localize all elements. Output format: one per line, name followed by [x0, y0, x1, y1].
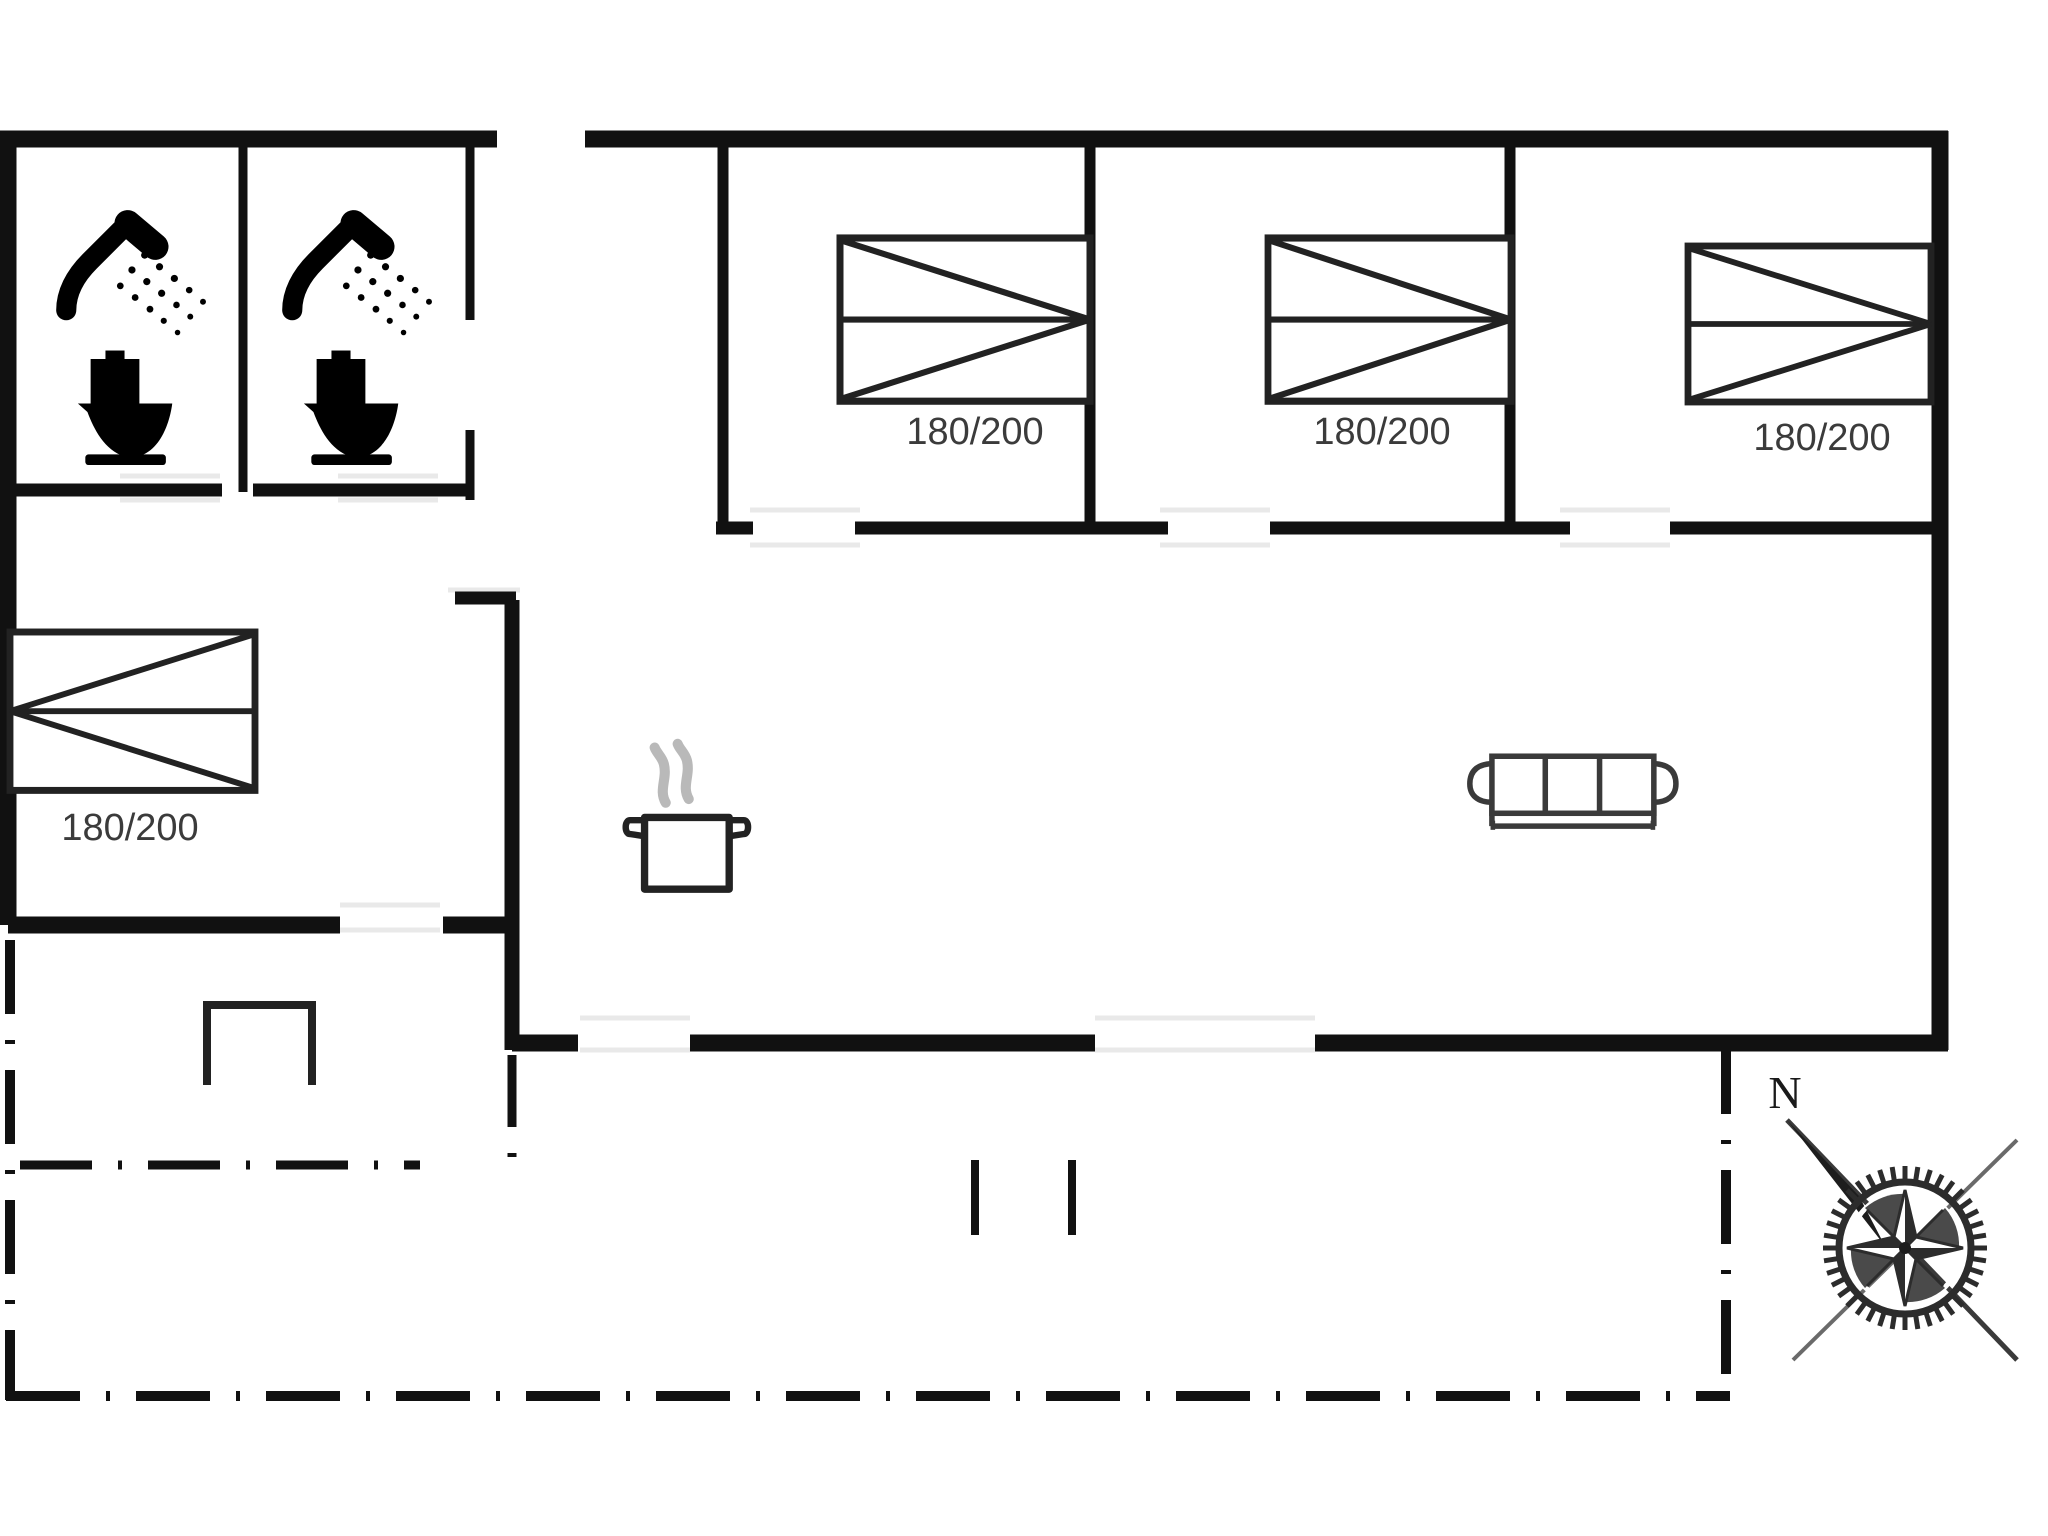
cooking-pot-icon [626, 744, 748, 889]
terrace-step [203, 1001, 316, 1085]
shower-toilet-icon [292, 223, 432, 465]
sofa-icon [1470, 756, 1676, 830]
bed-size-label: 180/200 [1753, 417, 1890, 459]
bed-size-label: 180/200 [61, 807, 198, 849]
bed-bedroom-1: 180/200 [840, 238, 1090, 453]
bed-bedroom-left: 180/200 [10, 632, 255, 849]
bed-bedroom-2: 180/200 [1268, 238, 1511, 453]
terrace-posts [971, 1160, 1076, 1235]
bed-size-label: 180/200 [906, 411, 1043, 453]
terrace-outline [5, 940, 1731, 1401]
compass-rose: N [1768, 1067, 2019, 1362]
bed-size-label: 180/200 [1313, 411, 1450, 453]
bed-bedroom-3: 180/200 [1688, 246, 1931, 459]
compass-north-label: N [1768, 1067, 1801, 1118]
door-threshold-ghost-lines [120, 473, 1670, 1053]
shower-toilet-icon [66, 223, 206, 465]
terrace-internal-dividers [20, 1055, 517, 1170]
walls [0, 130, 1949, 1052]
